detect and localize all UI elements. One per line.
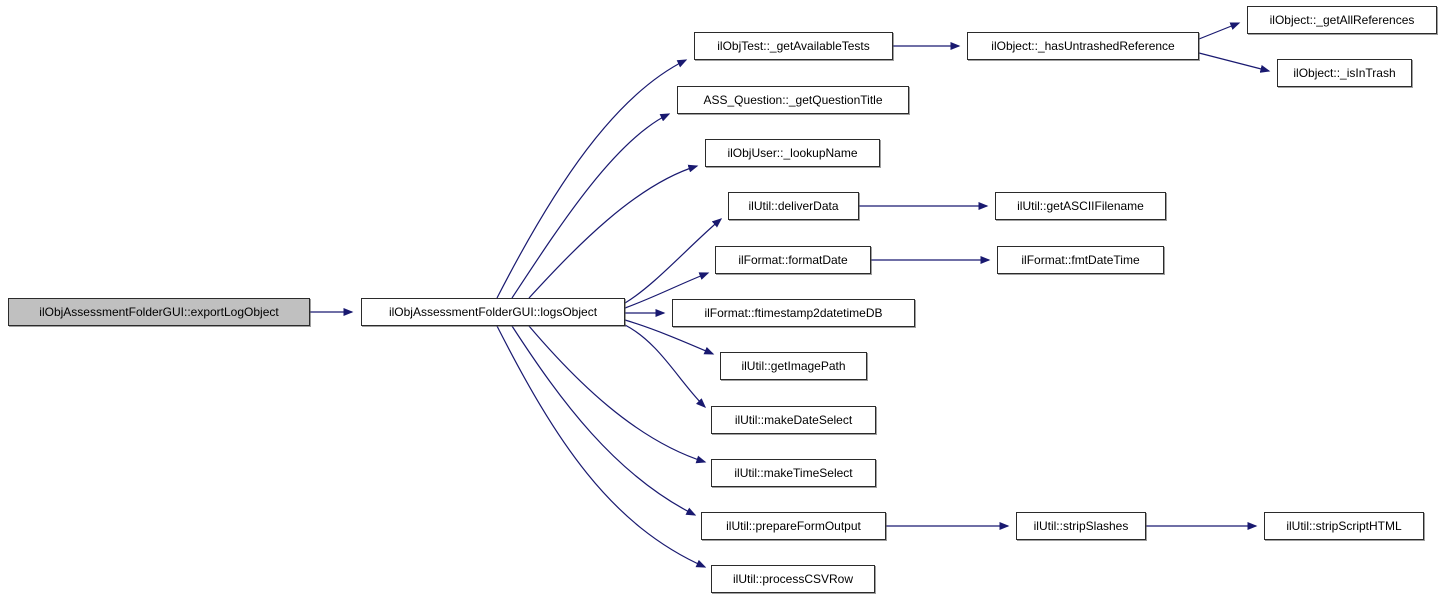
- graph-node-label: ilUtil::deliverData: [748, 199, 839, 213]
- graph-node-getAvailableTests[interactable]: ilObjTest::_getAvailableTests: [694, 32, 893, 60]
- edge-logsObject-to-deliverData: [624, 218, 723, 304]
- graph-node-label: ASS_Question::_getQuestionTitle: [703, 93, 883, 107]
- edge-logsObject-to-makeDateSelect: [624, 324, 707, 408]
- graph-node-label: ilObjTest::_getAvailableTests: [717, 39, 870, 53]
- graph-node-label: ilObject::_getAllReferences: [1269, 13, 1415, 27]
- graph-node-stripSlashes[interactable]: ilUtil::stripSlashes: [1016, 512, 1146, 540]
- graph-node-label: ilUtil::processCSVRow: [732, 572, 854, 586]
- edge-logsObject-to-prepareFormOutput: [511, 325, 697, 516]
- edge-logsObject-to-processCSVRow: [496, 325, 707, 568]
- graph-node-label: ilUtil::getImagePath: [741, 359, 846, 373]
- graph-node-stripScriptHTML[interactable]: ilUtil::stripScriptHTML: [1264, 512, 1424, 540]
- graph-node-label: ilFormat::fmtDateTime: [1021, 253, 1140, 267]
- edge-hasUntrashedReference-to-getAllReferences: [1198, 22, 1241, 40]
- graph-node-processCSVRow[interactable]: ilUtil::processCSVRow: [711, 565, 875, 593]
- edge-hasUntrashedReference-to-isInTrash: [1198, 52, 1271, 73]
- edge-logsObject-to-getQuestionTitle: [511, 113, 671, 299]
- graph-node-makeTimeSelect[interactable]: ilUtil::makeTimeSelect: [711, 459, 876, 487]
- graph-node-label: ilObject::_hasUntrashedReference: [991, 39, 1175, 53]
- graph-node-getASCIIFilename[interactable]: ilUtil::getASCIIFilename: [995, 192, 1166, 220]
- edge-logsObject-to-makeTimeSelect: [528, 325, 707, 464]
- graph-node-label: ilUtil::makeDateSelect: [734, 413, 853, 427]
- graph-node-logsObject[interactable]: ilObjAssessmentFolderGUI::logsObject: [361, 298, 625, 326]
- graph-node-label: ilObjAssessmentFolderGUI::logsObject: [388, 305, 598, 319]
- graph-node-lookupName[interactable]: ilObjUser::_lookupName: [705, 139, 880, 167]
- graph-node-label: ilUtil::makeTimeSelect: [734, 466, 853, 480]
- graph-node-formatDate[interactable]: ilFormat::formatDate: [715, 246, 871, 274]
- graph-node-getQuestionTitle[interactable]: ASS_Question::_getQuestionTitle: [677, 86, 909, 114]
- graph-node-label: ilUtil::getASCIIFilename: [1017, 199, 1144, 213]
- graph-node-getAllReferences[interactable]: ilObject::_getAllReferences: [1247, 6, 1437, 34]
- graph-node-hasUntrashedReference[interactable]: ilObject::_hasUntrashedReference: [967, 32, 1199, 60]
- graph-node-fmtDateTime[interactable]: ilFormat::fmtDateTime: [997, 246, 1164, 274]
- edge-logsObject-to-lookupName: [528, 164, 699, 299]
- graph-node-label: ilFormat::ftimestamp2datetimeDB: [704, 306, 883, 320]
- graph-node-label: ilObjAssessmentFolderGUI::exportLogObjec…: [39, 305, 279, 319]
- graph-node-label: ilUtil::prepareFormOutput: [726, 519, 861, 533]
- edge-logsObject-to-getImagePath: [624, 319, 715, 355]
- graph-node-exportLogObject: ilObjAssessmentFolderGUI::exportLogObjec…: [8, 298, 310, 326]
- graph-node-label: ilObject::_isInTrash: [1293, 66, 1396, 80]
- graph-node-label: ilObjUser::_lookupName: [727, 146, 858, 160]
- graph-node-ftimestamp2datetimeDB[interactable]: ilFormat::ftimestamp2datetimeDB: [672, 299, 915, 327]
- graph-node-label: ilUtil::stripSlashes: [1033, 519, 1129, 533]
- graph-node-prepareFormOutput[interactable]: ilUtil::prepareFormOutput: [701, 512, 886, 540]
- graph-node-makeDateSelect[interactable]: ilUtil::makeDateSelect: [711, 406, 876, 434]
- graph-node-deliverData[interactable]: ilUtil::deliverData: [728, 192, 859, 220]
- graph-node-label: ilUtil::stripScriptHTML: [1286, 519, 1402, 533]
- graph-node-isInTrash[interactable]: ilObject::_isInTrash: [1277, 59, 1412, 87]
- graph-node-getImagePath[interactable]: ilUtil::getImagePath: [720, 352, 867, 380]
- graph-node-label: ilFormat::formatDate: [738, 253, 848, 267]
- edge-logsObject-to-getAvailableTests: [496, 59, 688, 299]
- edge-logsObject-to-formatDate: [624, 272, 710, 309]
